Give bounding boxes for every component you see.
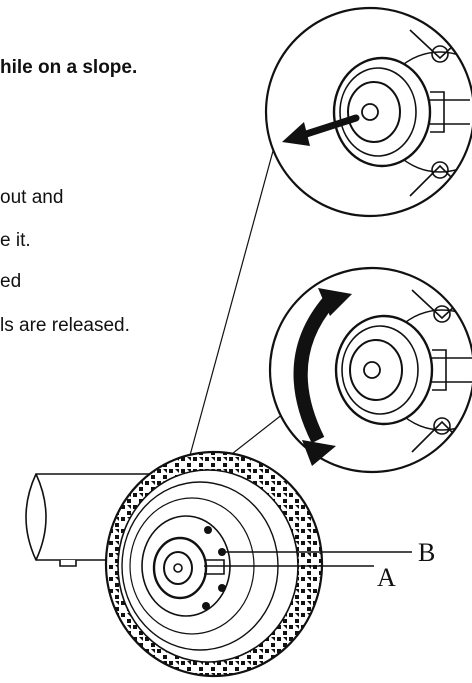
instruction-text-line: ed <box>0 271 22 292</box>
rotate-arrow-icon <box>293 288 352 466</box>
pull-out-arrow-icon <box>282 114 360 146</box>
wheel-tire-icon <box>104 450 324 678</box>
instruction-heading-fragment: hile on a slope. <box>0 57 138 78</box>
instruction-text-line: e it. <box>0 230 31 251</box>
instruction-text-line: ls are released. <box>0 315 130 336</box>
callout-lines <box>204 551 412 567</box>
callout-label-a: A <box>377 563 396 592</box>
callout-label-b: B <box>418 538 435 567</box>
hub-detail-rotate <box>268 266 472 474</box>
instruction-text-line: out and <box>0 187 64 208</box>
hub-detail-pull <box>264 6 472 218</box>
